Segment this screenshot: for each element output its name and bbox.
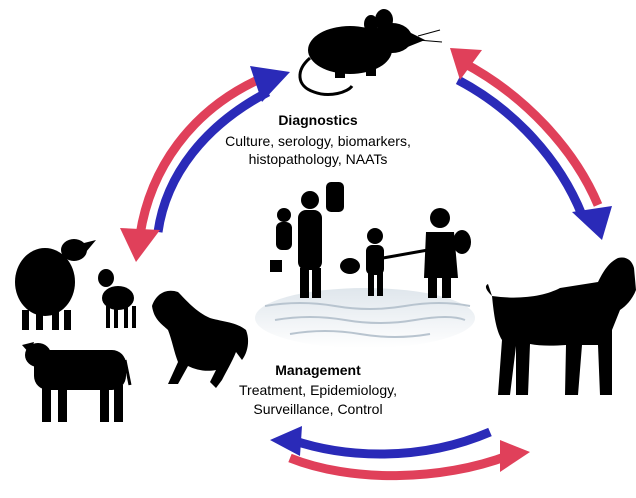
diagnostics-line-2: histopathology, NAATs — [248, 151, 388, 167]
livestock-icon — [15, 239, 249, 422]
cycle-arrow-top-right — [450, 48, 612, 240]
management-line-1: Treatment, Epidemiology, — [239, 382, 397, 398]
rodent-icon — [298, 9, 443, 96]
management-title: Management — [275, 362, 361, 378]
cycle-arrow-bottom — [270, 426, 530, 481]
people-in-flood-icon — [255, 182, 475, 348]
management-line-2: Surveillance, Control — [253, 401, 383, 417]
diagnostics-title: Diagnostics — [278, 112, 358, 128]
dog-icon — [485, 257, 636, 395]
cycle-arrow-top-left — [120, 66, 290, 262]
diagnostics-line-1: Culture, serology, biomarkers, — [225, 133, 411, 149]
